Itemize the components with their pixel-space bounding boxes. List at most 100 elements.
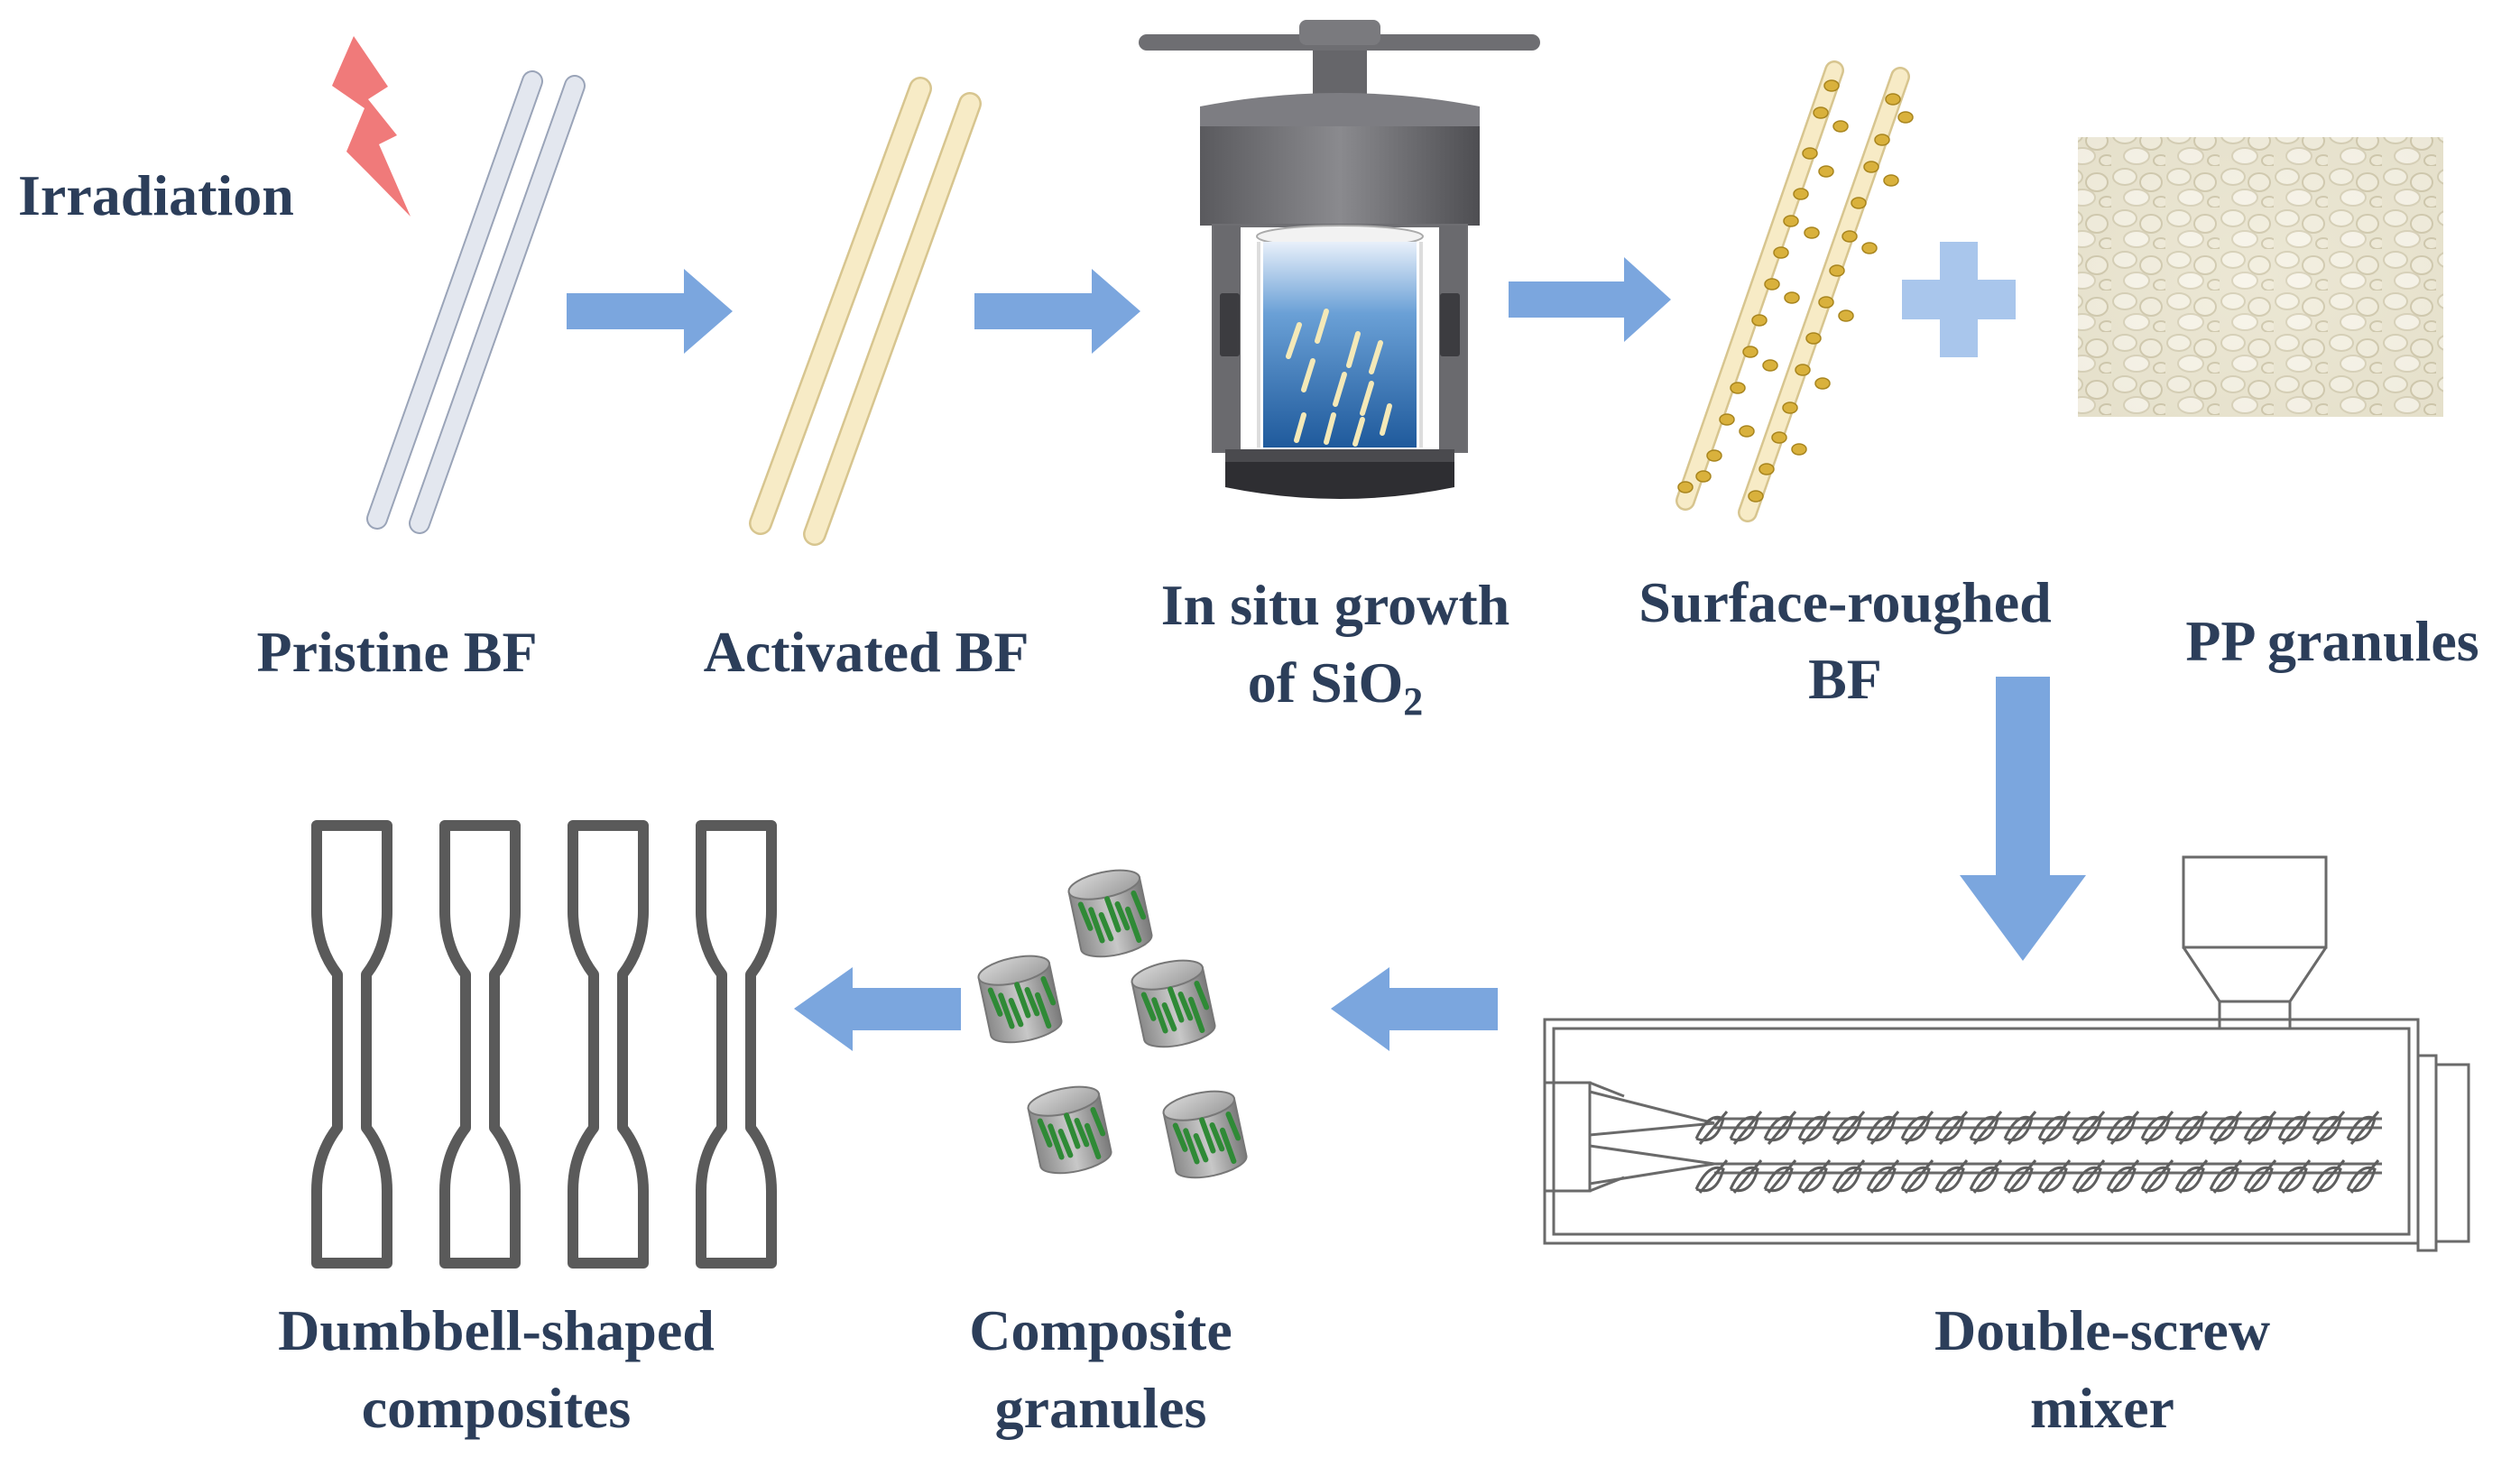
arrow-icon	[794, 967, 961, 1051]
screw-flight	[2007, 1159, 2037, 1194]
screw-flight	[2144, 1159, 2174, 1194]
screw-flight	[2072, 1115, 2102, 1142]
screw-flight	[1938, 1159, 1969, 1194]
screw-flight	[1934, 1115, 1965, 1142]
screw-flight	[1869, 1159, 1900, 1194]
dumbbell-label-line1: Dumbbell-shaped	[278, 1298, 715, 1362]
screw-flight	[2072, 1166, 2102, 1193]
screw-flight	[2209, 1166, 2239, 1193]
activated-bf-label: Activated BF	[703, 620, 1029, 684]
screw-flight	[2346, 1115, 2377, 1142]
composite-granule	[1131, 959, 1216, 1048]
screw-flight	[1698, 1159, 1729, 1194]
arrow-icon	[1331, 967, 1498, 1051]
plus-icon	[1902, 242, 2016, 357]
screw-flight	[1729, 1166, 1759, 1193]
screw-flight	[1869, 1111, 1900, 1145]
dumbbell-specimens	[311, 820, 777, 1269]
screw-flight	[2003, 1115, 2034, 1142]
screw-flight	[2212, 1111, 2243, 1145]
composite-granule	[1067, 869, 1153, 958]
screw-flight	[2212, 1159, 2243, 1194]
screw-flight	[1732, 1159, 1763, 1194]
screw-flight	[2209, 1115, 2239, 1142]
screw-flight	[1767, 1111, 1797, 1145]
dumbbell-specimen	[311, 820, 392, 1269]
screw-flight	[2144, 1111, 2174, 1145]
screw-flight	[1694, 1115, 1725, 1142]
mixer-label-line1: Double-screw	[1934, 1298, 2271, 1362]
screw-flight	[1866, 1115, 1897, 1142]
screw-flight	[2041, 1111, 2072, 1145]
insitu-label-line1: In situ growth	[1160, 573, 1510, 637]
dumbbell-specimen	[696, 820, 777, 1269]
screw-flight	[2315, 1111, 2346, 1145]
screw-flight	[2007, 1111, 2037, 1145]
screw-flight	[2140, 1166, 2171, 1193]
lightning-icon	[332, 36, 411, 217]
irradiation-label: Irradiation	[18, 163, 294, 227]
screw-flight	[2174, 1166, 2205, 1193]
screw-flight	[2346, 1166, 2377, 1193]
screw-flight	[2109, 1159, 2140, 1194]
screw-flight	[1969, 1166, 1999, 1193]
screw-flight	[1801, 1111, 1832, 1145]
screw-flight	[2349, 1111, 2380, 1145]
screw-flight	[2243, 1166, 2274, 1193]
screw-flight	[1763, 1115, 1794, 1142]
screw-flight	[2037, 1166, 2068, 1193]
screw-flight	[2243, 1115, 2274, 1142]
composite-granule	[977, 955, 1063, 1044]
screw-flight	[2277, 1115, 2308, 1142]
screw-flight	[1972, 1111, 2003, 1145]
screw-flight	[1698, 1111, 1729, 1145]
dumbbell-specimen	[568, 820, 649, 1269]
arrow-icon	[974, 269, 1140, 354]
screw-flight	[1767, 1159, 1797, 1194]
mixer-label-line2: mixer	[2030, 1376, 2174, 1440]
screw-flight	[2178, 1159, 2209, 1194]
screw-flight	[1835, 1111, 1866, 1145]
screw-flight	[1835, 1159, 1866, 1194]
granules-label-line2: granules	[994, 1376, 1207, 1440]
screw-flight	[1938, 1111, 1969, 1145]
screw-flight	[1900, 1115, 1931, 1142]
screw-flight	[2003, 1166, 2034, 1193]
screw-flight	[2349, 1159, 2380, 1194]
surface-roughed-bf-fibers	[1675, 60, 1914, 522]
composite-granule	[1162, 1090, 1248, 1179]
screw-flight	[1934, 1166, 1965, 1193]
surface-roughed-label-line2: BF	[1808, 647, 1882, 711]
pristine-bf-label: Pristine BF	[256, 620, 538, 684]
screw-flight	[2109, 1111, 2140, 1145]
screw-flight	[2315, 1159, 2346, 1194]
screw-flight	[2041, 1159, 2072, 1194]
insitu-label-line2: of SiO2	[1247, 650, 1424, 724]
arrow-icon	[1509, 257, 1671, 342]
screw-flight	[1763, 1166, 1794, 1193]
screw-flight	[2140, 1115, 2171, 1142]
pristine-bf-fibers	[366, 70, 586, 534]
screw-flight	[2247, 1159, 2277, 1194]
granules-label-line1: Composite	[969, 1298, 1232, 1362]
dumbbell-specimen	[439, 820, 521, 1269]
screw-flight	[1797, 1115, 1828, 1142]
screw-flight	[1972, 1159, 2003, 1194]
screw-flight	[2106, 1115, 2137, 1142]
composite-granules	[977, 869, 1248, 1179]
arrow-icon	[1960, 677, 2086, 961]
surface-roughed-label-line1: Surface-roughed	[1638, 570, 2052, 634]
screw-flight	[2178, 1111, 2209, 1145]
screw-flight	[2312, 1166, 2342, 1193]
screw-flight	[2247, 1111, 2277, 1145]
screw-flight	[2281, 1111, 2312, 1145]
screw-flight	[1969, 1115, 1999, 1142]
composite-granule	[1027, 1085, 1112, 1175]
screw-flight	[2174, 1115, 2205, 1142]
screw-flight	[1904, 1159, 1934, 1194]
screw-flight	[1866, 1166, 1897, 1193]
screw-threads	[1694, 1111, 2380, 1194]
arrow-icon	[567, 269, 733, 354]
screw-flight	[2075, 1111, 2106, 1145]
